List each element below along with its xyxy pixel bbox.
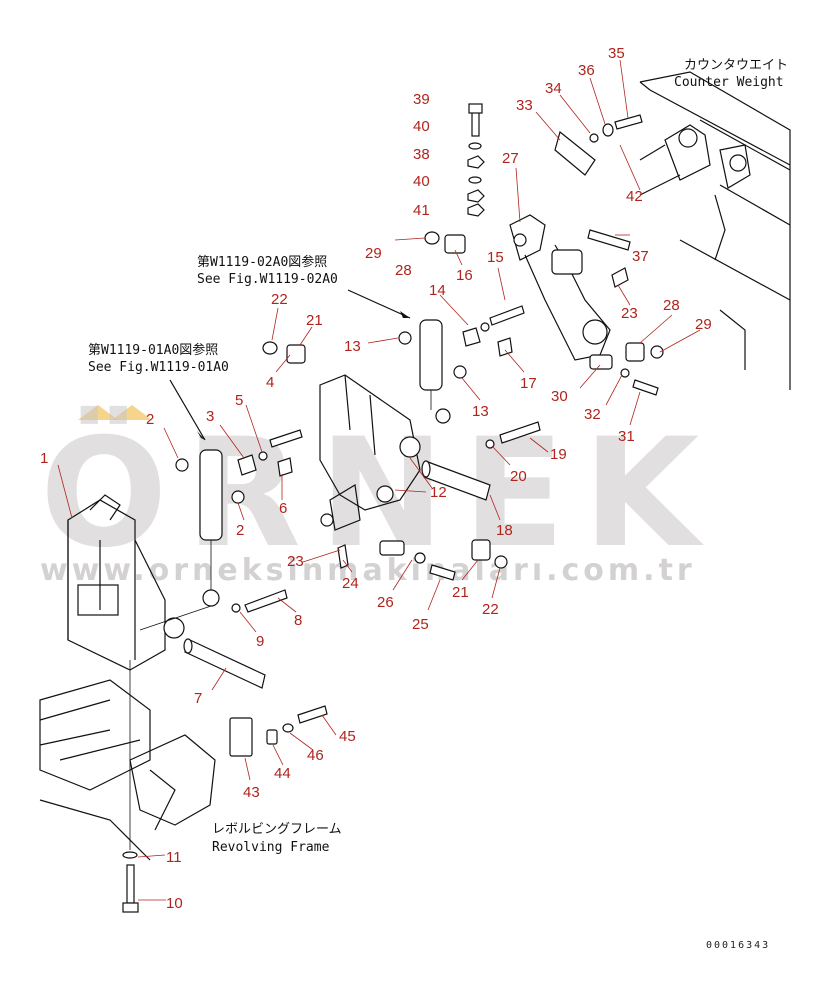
part-number-label: 16 bbox=[456, 267, 473, 284]
lever-assembly bbox=[509, 130, 611, 361]
part-number-label: 29 bbox=[365, 245, 382, 262]
bolt-10 bbox=[122, 851, 139, 913]
part-number-label: 34 bbox=[545, 80, 562, 97]
part-number-label: 11 bbox=[166, 849, 182, 866]
bushings bbox=[175, 231, 664, 569]
part-number-labels: 1 2 2 3 4 5 6 7 8 9 10 11 12 13 13 14 15… bbox=[40, 45, 712, 912]
part-number-label: 30 bbox=[551, 388, 568, 405]
part-number-label: 19 bbox=[550, 446, 567, 463]
part-number-label: 7 bbox=[194, 690, 202, 707]
part-number-label: 22 bbox=[271, 291, 288, 308]
part-number-label: 28 bbox=[395, 262, 412, 279]
part-number-label: 22 bbox=[482, 601, 499, 618]
bolt-39 bbox=[468, 103, 483, 137]
counter-weight bbox=[639, 71, 791, 390]
part-number-label: 38 bbox=[413, 146, 430, 163]
watermark: ÖRNEK www.orneksinmakinaları.com.tr bbox=[40, 405, 717, 588]
part-number-label: 12 bbox=[430, 484, 447, 501]
revolving-frame-label-jp: レボルビングフレーム bbox=[212, 822, 342, 837]
part-number-label: 24 bbox=[342, 575, 359, 592]
part-number-label: 25 bbox=[412, 616, 429, 633]
part-number-label: 13 bbox=[472, 403, 489, 420]
part-number-label: 31 bbox=[618, 428, 635, 445]
part-number-label: 29 bbox=[695, 316, 712, 333]
part-number-label: 2 bbox=[146, 411, 154, 428]
middle-bracket bbox=[319, 374, 421, 531]
part-number-label: 15 bbox=[487, 249, 504, 266]
part-number-label: 27 bbox=[502, 150, 519, 167]
pin-7 bbox=[183, 638, 266, 689]
part-number-label: 18 bbox=[496, 522, 513, 539]
watermark-dot-icon bbox=[112, 405, 152, 420]
part-number-label: 17 bbox=[520, 375, 537, 392]
watermark-url: www.orneksinmakinaları.com.tr bbox=[40, 553, 696, 588]
part-number-label: 5 bbox=[235, 392, 243, 409]
main-bracket bbox=[67, 494, 185, 671]
part-number-label: 28 bbox=[663, 297, 680, 314]
leader-lines bbox=[57, 59, 701, 901]
part-number-label: 14 bbox=[429, 282, 446, 299]
part-number-label: 3 bbox=[206, 408, 214, 425]
drawing-code: 00016343 bbox=[706, 940, 770, 951]
part-number-label: 42 bbox=[626, 188, 643, 205]
pin-18 bbox=[421, 460, 491, 501]
part-number-label: 6 bbox=[279, 500, 287, 517]
part-number-label: 35 bbox=[608, 45, 625, 62]
counter-weight-label-en: Counter Weight bbox=[674, 75, 784, 90]
part-number-label: 23 bbox=[287, 553, 304, 570]
revolving-frame bbox=[39, 679, 253, 861]
bolts-misc bbox=[231, 114, 659, 745]
part-number-label: 10 bbox=[166, 895, 183, 912]
part-number-label: 32 bbox=[584, 406, 601, 423]
washers-nuts-38-41 bbox=[467, 142, 485, 217]
cylinder-left bbox=[139, 449, 223, 631]
reference-01-label-en: See Fig.W1119-01A0 bbox=[88, 360, 229, 375]
watermark-brand: ÖRNEK bbox=[40, 405, 717, 581]
reference-02-label-en: See Fig.W1119-02A0 bbox=[197, 272, 338, 287]
part-number-label: 43 bbox=[243, 784, 260, 801]
revolving-frame-label-en: Revolving Frame bbox=[212, 840, 330, 855]
arrow-icon bbox=[400, 311, 410, 318]
part-number-label: 39 bbox=[413, 91, 430, 108]
counter-weight-label-jp: カウンタウエイト bbox=[684, 58, 788, 73]
reference-arrows bbox=[129, 289, 411, 850]
part-number-label: 20 bbox=[510, 468, 527, 485]
arrow-icon bbox=[197, 431, 205, 440]
part-number-label: 4 bbox=[266, 374, 274, 391]
part-number-label: 37 bbox=[632, 248, 649, 265]
watermark-dot-icon bbox=[78, 405, 118, 420]
part-number-label: 36 bbox=[578, 62, 595, 79]
part-number-label: 9 bbox=[256, 633, 264, 650]
part-number-label: 33 bbox=[516, 97, 533, 114]
part-number-label: 21 bbox=[452, 584, 469, 601]
part-number-label: 23 bbox=[621, 305, 638, 322]
part-number-label: 45 bbox=[339, 728, 356, 745]
part-number-label: 2 bbox=[236, 522, 244, 539]
part-number-label: 13 bbox=[344, 338, 361, 355]
cylinder-right bbox=[419, 319, 451, 424]
reference-01-label-jp: 第W1119-01A0図参照 bbox=[88, 342, 218, 358]
part-number-label: 21 bbox=[306, 312, 323, 329]
black-labels: カウンタウエイト Counter Weight 第W1119-02A0図参照 S… bbox=[88, 58, 788, 951]
reference-02-label-jp: 第W1119-02A0図参照 bbox=[197, 254, 327, 270]
part-number-label: 1 bbox=[40, 450, 48, 467]
part-number-label: 41 bbox=[413, 202, 430, 219]
part-number-label: 44 bbox=[274, 765, 291, 782]
part-number-label: 8 bbox=[294, 612, 302, 629]
part-number-label: 46 bbox=[307, 747, 324, 764]
part-number-label: 40 bbox=[413, 173, 430, 190]
part-number-label: 26 bbox=[377, 594, 394, 611]
part-number-label: 40 bbox=[413, 118, 430, 135]
